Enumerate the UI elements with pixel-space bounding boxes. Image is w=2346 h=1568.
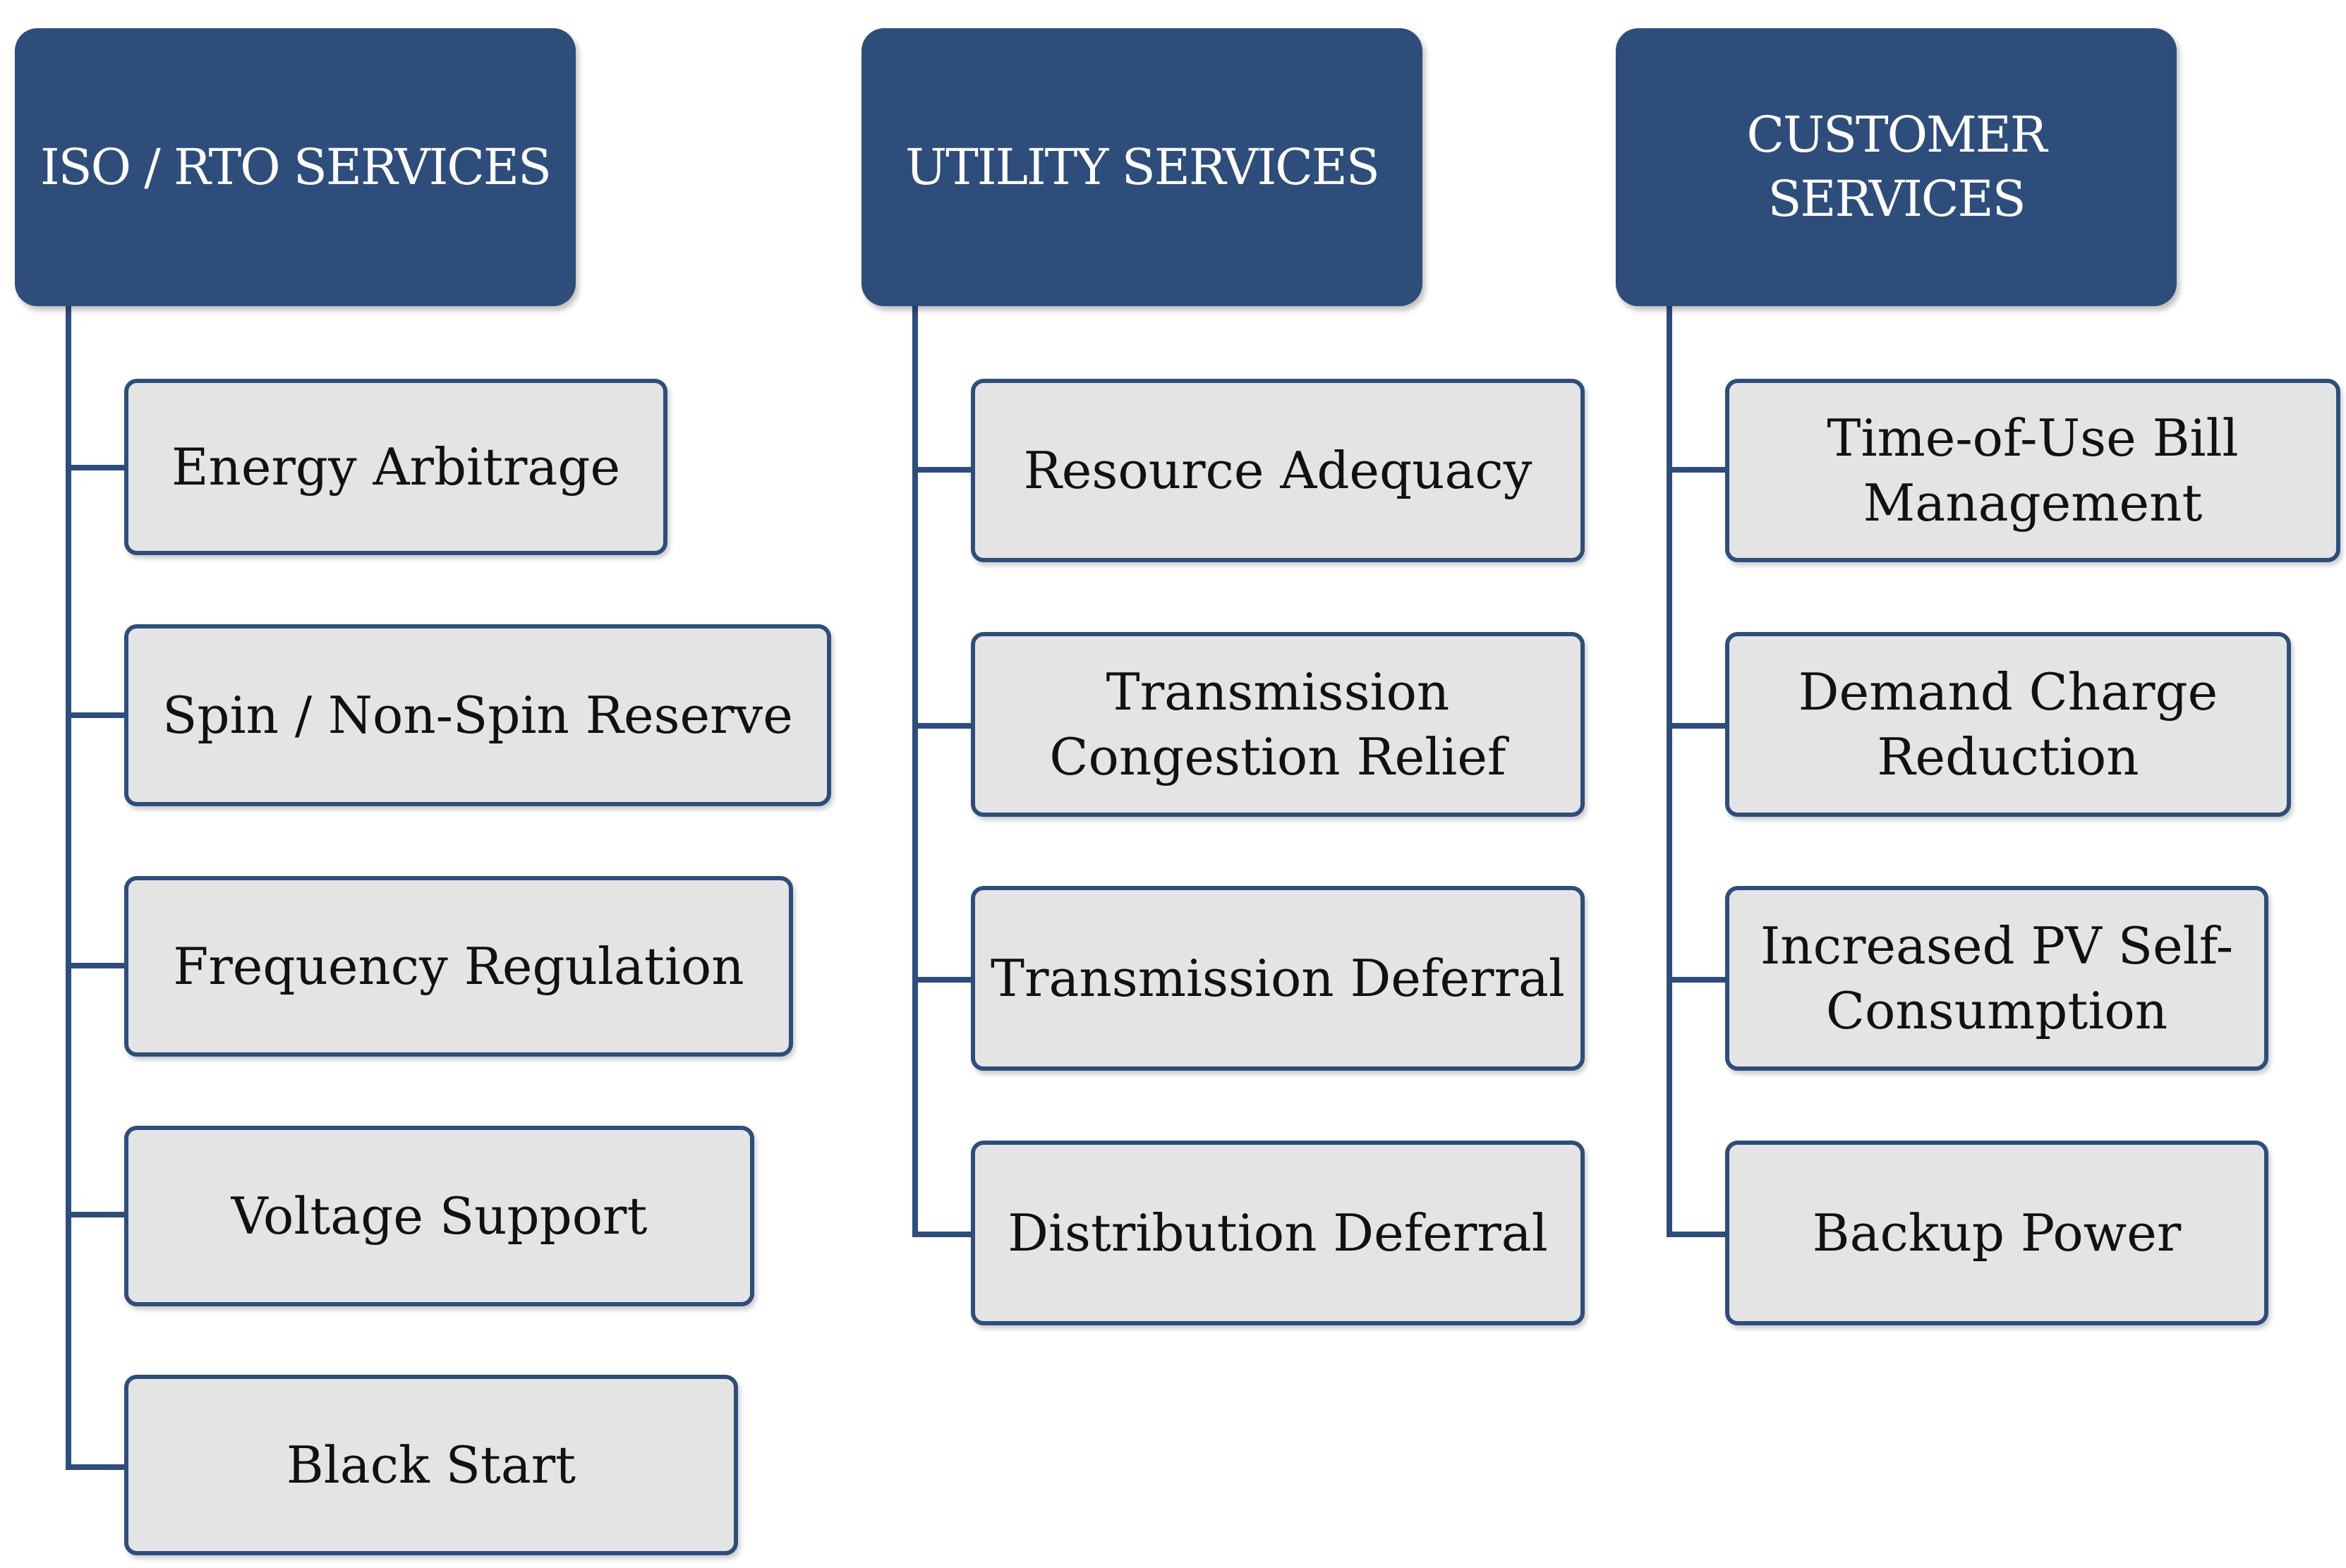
iso-rto-connector-branch <box>66 1212 126 1217</box>
backup-power-box: Backup Power <box>1725 1141 2268 1325</box>
customer-connector-branch <box>1667 467 1727 473</box>
utility-connector-branch <box>912 723 972 729</box>
spin-non-spin-reserve-box: Spin / Non-Spin Reserve <box>124 624 831 806</box>
utility-connector-trunk <box>912 306 918 1237</box>
distribution-deferral-box: Distribution Deferral <box>971 1141 1585 1325</box>
customer-connector-branch <box>1667 1232 1727 1237</box>
customer-connector-trunk <box>1667 306 1672 1237</box>
utility-connector-branch <box>912 1232 972 1237</box>
frequency-regulation-box: Frequency Regulation <box>124 876 793 1057</box>
resource-adequacy-box: Resource Adequacy <box>971 379 1585 562</box>
voltage-support-box: Voltage Support <box>124 1126 754 1306</box>
iso-rto-connector-branch <box>66 465 126 470</box>
customer-connector-branch <box>1667 977 1727 983</box>
iso-rto-services-header: ISO / RTO SERVICES <box>15 28 576 306</box>
transmission-deferral-box: Transmission Deferral <box>971 886 1585 1071</box>
iso-rto-connector-trunk <box>66 306 71 1470</box>
black-start-box: Black Start <box>124 1375 738 1555</box>
iso-rto-connector-branch <box>66 963 126 968</box>
customer-connector-branch <box>1667 723 1727 729</box>
demand-charge-reduction-box: Demand Charge Reduction <box>1725 632 2291 817</box>
iso-rto-connector-branch <box>66 712 126 718</box>
customer-services-header: CUSTOMER SERVICES <box>1616 28 2177 306</box>
utility-connector-branch <box>912 977 972 983</box>
utility-services-header: UTILITY SERVICES <box>861 28 1422 306</box>
transmission-congestion-relief-box: Transmission Congestion Relief <box>971 632 1585 817</box>
iso-rto-connector-branch <box>66 1464 126 1470</box>
utility-connector-branch <box>912 467 972 473</box>
time-of-use-bill-management-box: Time-of-Use Bill Management <box>1725 379 2340 562</box>
increased-pv-self-consumption-box: Increased PV Self- Consumption <box>1725 886 2268 1071</box>
energy-arbitrage-box: Energy Arbitrage <box>124 379 667 555</box>
